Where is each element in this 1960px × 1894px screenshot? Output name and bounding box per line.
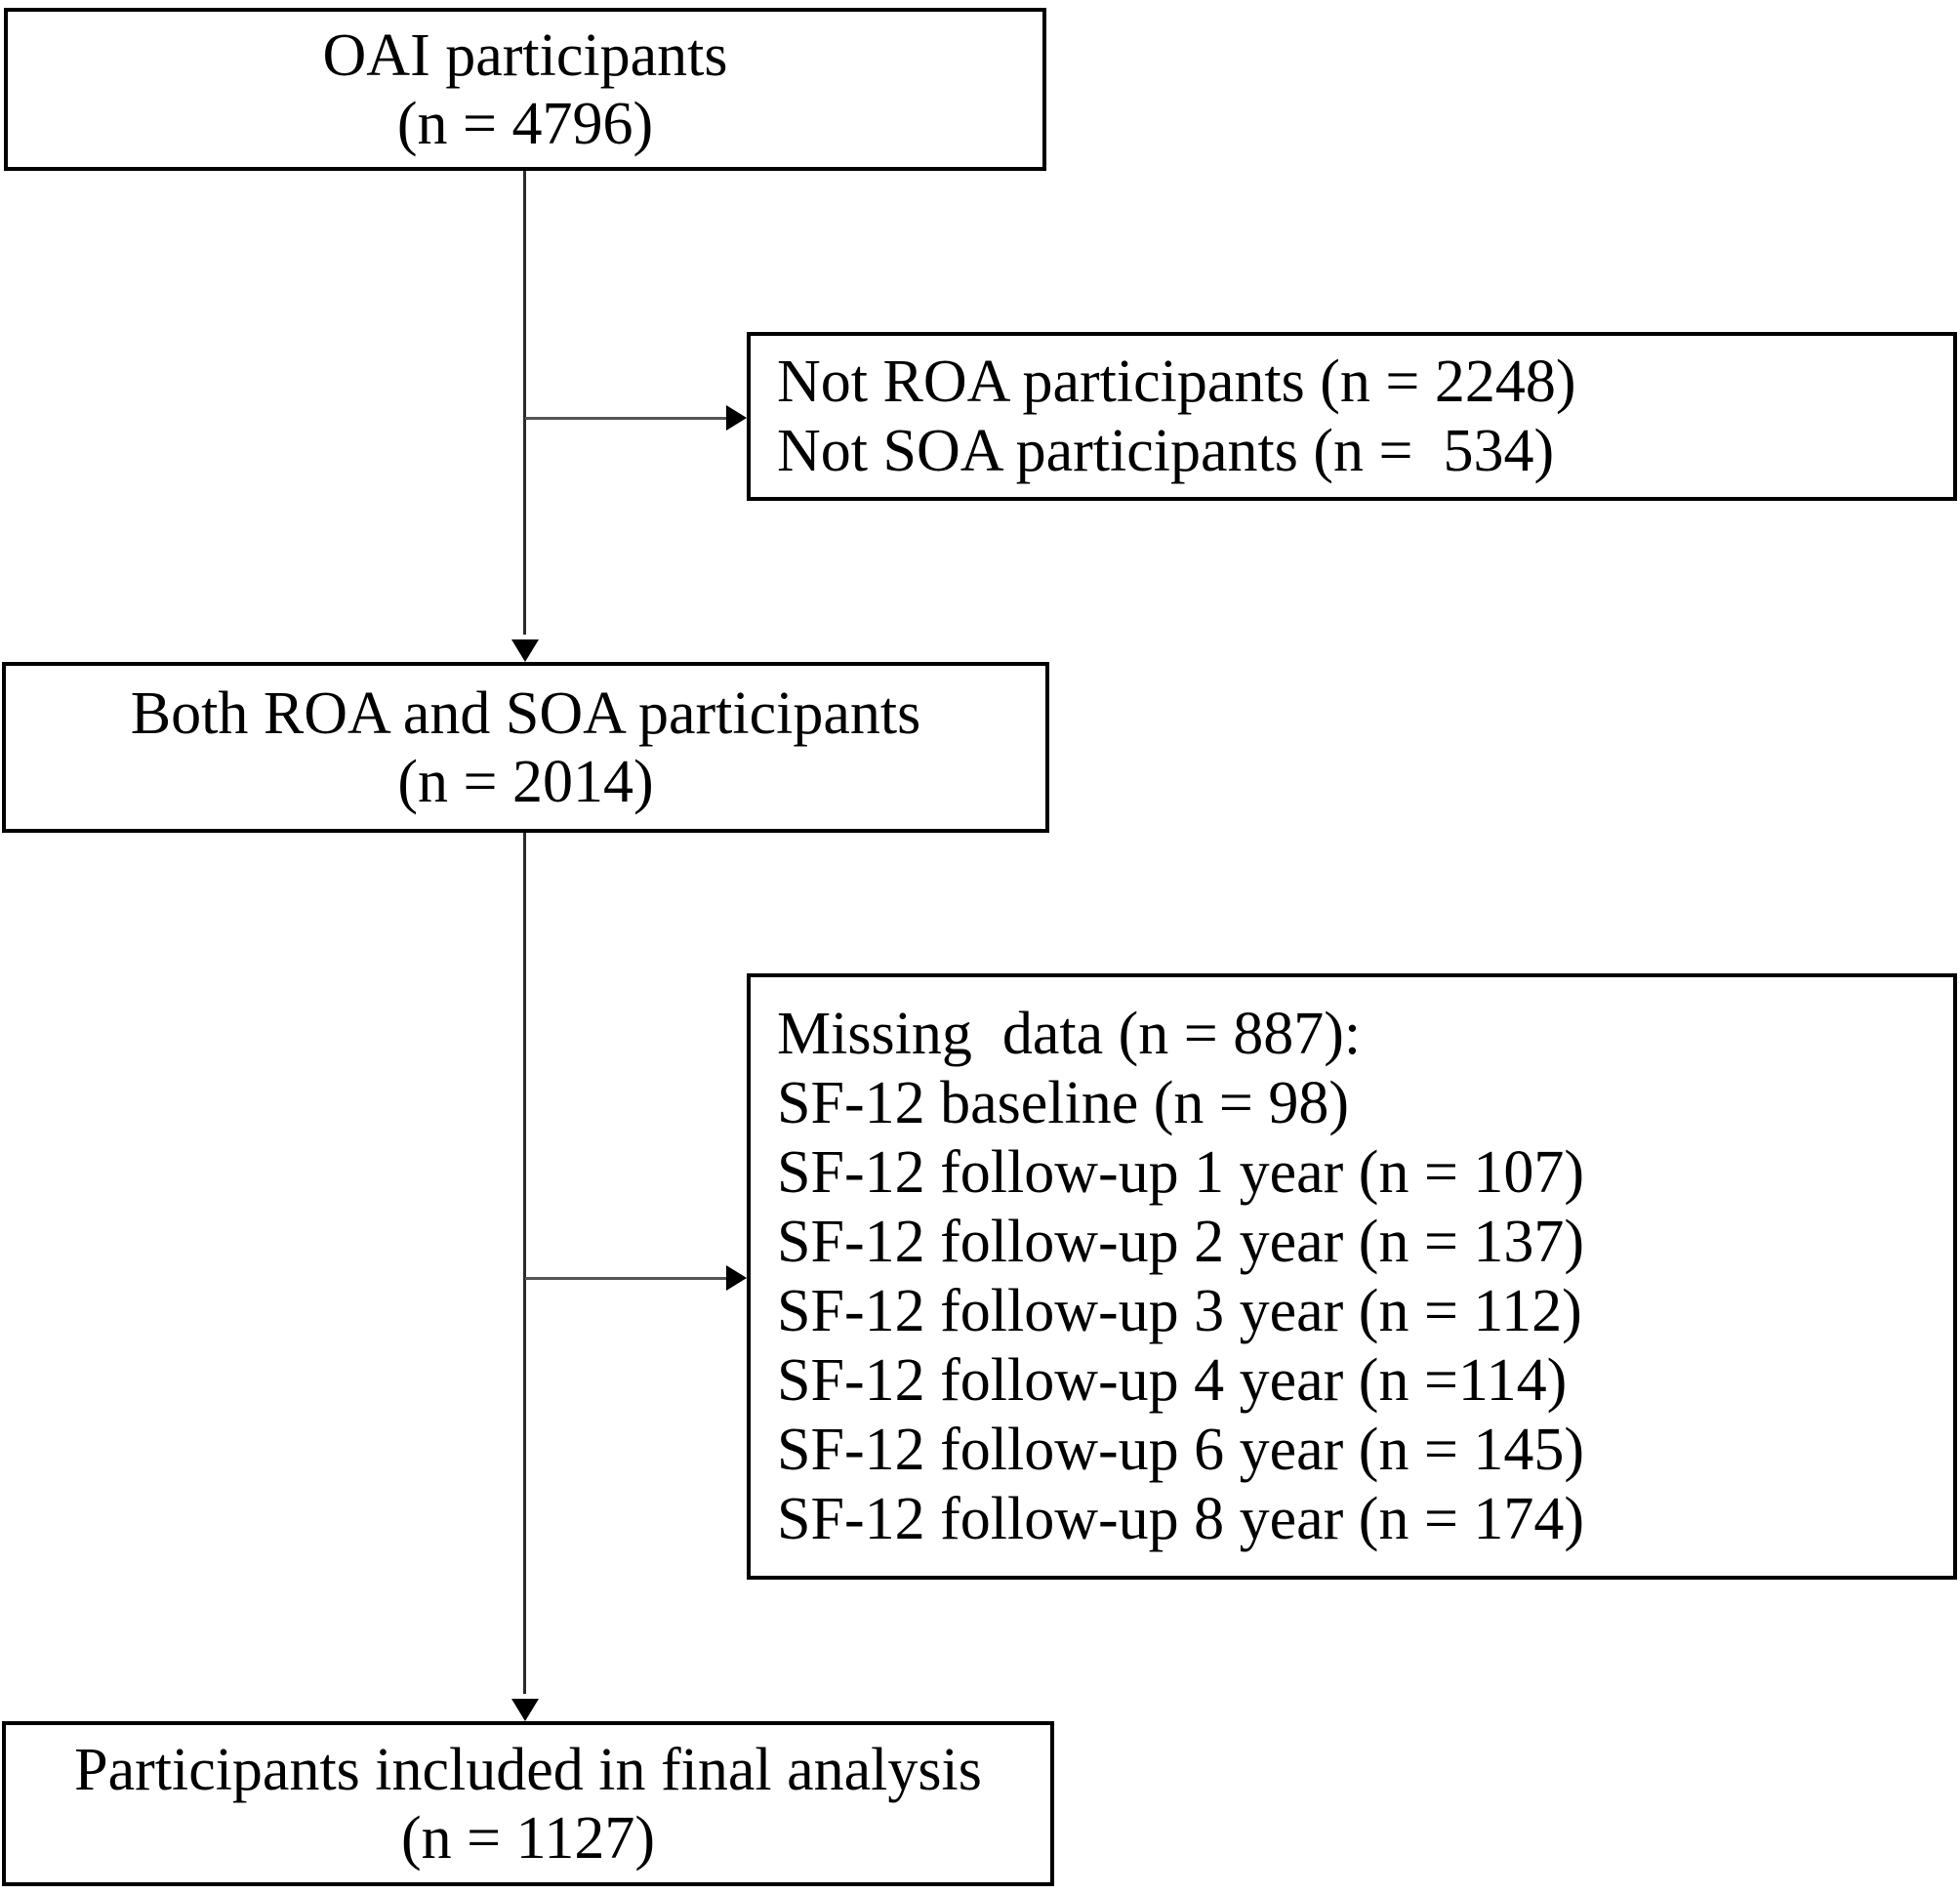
box-not-roa-soa-participants: Not ROA participants (n = 2248) Not SOA … — [747, 332, 1957, 501]
box-final-line-1: Participants included in final analysis — [74, 1736, 982, 1803]
box-both-roa-soa-participants: Both ROA and SOA participants (n = 2014) — [2, 662, 1049, 833]
box-both-count: (n = 2014) — [397, 748, 654, 815]
missing-sf12-year3: SF-12 follow-up 3 year (n = 112) — [777, 1277, 1582, 1344]
connector-both-to-final — [523, 833, 526, 1694]
box-oai-count: (n = 4796) — [396, 90, 654, 157]
box-final-analysis: Participants included in final analysis … — [2, 1721, 1054, 1886]
arrowhead-down-to-final — [511, 1699, 539, 1721]
missing-data-header: Missing data (n = 887): — [777, 1000, 1362, 1067]
excluded-not-soa-line: Not SOA participants (n = 534) — [777, 417, 1555, 484]
box-oai-line-1: OAI participants — [322, 21, 728, 89]
box-oai-participants: OAI participants (n = 4796) — [4, 8, 1046, 171]
missing-sf12-year1: SF-12 follow-up 1 year (n = 107) — [777, 1138, 1585, 1206]
arrowhead-down-to-both — [511, 639, 539, 662]
box-final-count: (n = 1127) — [401, 1804, 655, 1872]
missing-sf12-year2: SF-12 follow-up 2 year (n = 137) — [777, 1208, 1585, 1275]
missing-sf12-year4: SF-12 follow-up 4 year (n =114) — [777, 1346, 1568, 1414]
connector-branch-missing-data — [525, 1277, 727, 1280]
missing-sf12-year8: SF-12 follow-up 8 year (n = 174) — [777, 1485, 1585, 1552]
connector-branch-not-participants — [525, 417, 727, 420]
box-missing-data: Missing data (n = 887): SF-12 baseline (… — [747, 973, 1957, 1580]
arrowhead-right-to-not-participants — [726, 405, 747, 431]
excluded-not-roa-line: Not ROA participants (n = 2248) — [777, 348, 1576, 415]
box-both-line-1: Both ROA and SOA participants — [130, 679, 921, 747]
missing-sf12-baseline: SF-12 baseline (n = 98) — [777, 1069, 1350, 1136]
arrowhead-right-to-missing-data — [726, 1265, 747, 1291]
missing-sf12-year6: SF-12 follow-up 6 year (n = 145) — [777, 1416, 1585, 1483]
connector-oai-to-both — [523, 171, 526, 635]
